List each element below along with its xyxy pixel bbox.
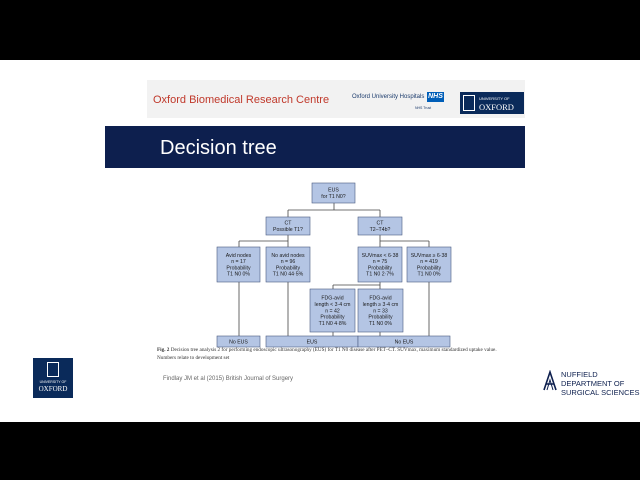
node-text: CT [285, 221, 293, 227]
node-text: Probability [368, 315, 393, 321]
slide-title: Decision tree [160, 137, 277, 159]
tree-edges [238, 203, 430, 336]
node-box [406, 246, 452, 283]
node-text: n = 17 [231, 259, 246, 265]
node-text: FDG-avid [321, 296, 343, 302]
nuffield-line1: NUFFIELD [561, 370, 598, 379]
nuffield-icon [543, 370, 557, 391]
nuffield-text: NUFFIELD DEPARTMENT OF SURGICAL SCIENCES [561, 370, 640, 397]
node-box [357, 216, 403, 236]
node-text: Probability [276, 265, 301, 271]
node-text: No EUS [229, 339, 248, 345]
node-text: T1 N0 2·7% [366, 272, 394, 278]
node-text: Avid nodes [226, 253, 252, 259]
nuffield-logo: NUFFIELD DEPARTMENT OF SURGICAL SCIENCES [540, 368, 640, 398]
node-box [357, 288, 404, 333]
node-text: Probability [320, 315, 345, 321]
oxford-logo-large: OXFORD [38, 385, 68, 393]
node-text: Possible T1? [273, 227, 303, 233]
node-text: T1 N0 0% [417, 272, 440, 278]
tree-node-out_noeus1: No EUS [216, 335, 261, 348]
node-text: EUS [307, 339, 318, 345]
nhs-badge: NHS [427, 92, 444, 102]
slide: Oxford Biomedical Research Centre Oxford… [105, 70, 525, 396]
node-text: SUVmax ≥ 6·38 [411, 253, 448, 259]
node-text: CT [377, 221, 385, 227]
node-box [357, 335, 451, 348]
oxford-logo-header: UNIVERSITY OF OXFORD [460, 92, 524, 114]
uni-small-text: UNIVERSITY OF [479, 96, 510, 101]
node-box [265, 216, 311, 236]
tree-node-out_noeus2: No EUS [357, 335, 451, 348]
uni-large-text: OXFORD [479, 102, 514, 112]
node-box [216, 246, 261, 283]
node-text: T1 N0 4·8% [319, 321, 347, 327]
node-box [311, 182, 356, 204]
node-text: n = 42 [325, 308, 340, 314]
crest-icon [463, 95, 475, 111]
node-box [265, 246, 311, 283]
node-box [357, 246, 403, 283]
node-text: T1 N0 0% [227, 272, 250, 278]
node-text: n = 75 [373, 259, 388, 265]
node-text: T1 N0 0% [369, 321, 392, 327]
ouh-trust: NHS Trust [415, 106, 432, 110]
node-text: EUS [328, 188, 339, 194]
video-frame: Oxford Biomedical Research Centre Oxford… [0, 60, 640, 422]
oxford-logo: UNIVERSITY OF OXFORD [33, 358, 73, 398]
node-text: n = 419 [420, 259, 438, 265]
nuffield-line3: SURGICAL SCIENCES [561, 388, 640, 397]
node-text: Probability [417, 265, 442, 271]
node-text: SUVmax < 6·38 [362, 253, 399, 259]
title-bar: Decision tree [105, 126, 525, 168]
node-text: T2–T4b? [370, 227, 391, 233]
caption-label: Fig. 2 [157, 347, 170, 353]
node-text: Probability [226, 265, 251, 271]
node-text: n = 33 [373, 308, 388, 314]
node-text: No EUS [395, 339, 414, 345]
node-text: n = 96 [281, 259, 296, 265]
node-text: for T1 N0? [321, 194, 346, 200]
node-box [309, 288, 356, 333]
figure-caption: Fig. 2 Decision tree analysis 2 for perf… [157, 346, 507, 362]
node-text: T1 N0 44·5% [273, 272, 304, 278]
oxford-logo-small: UNIVERSITY OF [39, 380, 67, 384]
node-text: Probability [368, 265, 393, 271]
node-text: length < 3·4 cm [315, 302, 351, 308]
node-text: No avid nodes [271, 253, 305, 259]
nuffield-line2: DEPARTMENT OF [561, 379, 625, 388]
ouh-name: Oxford University Hospitals [352, 94, 425, 100]
node-text: length ≥ 3·4 cm [363, 302, 399, 308]
citation: Findlay JM et al (2015) British Journal … [163, 376, 294, 382]
node-box [216, 335, 261, 348]
crest-icon [47, 362, 59, 377]
node-text: FDG-avid [369, 296, 391, 302]
centre-name: Oxford Biomedical Research Centre [153, 94, 330, 106]
caption-text: Decision tree analysis 2 for performing … [157, 347, 497, 361]
